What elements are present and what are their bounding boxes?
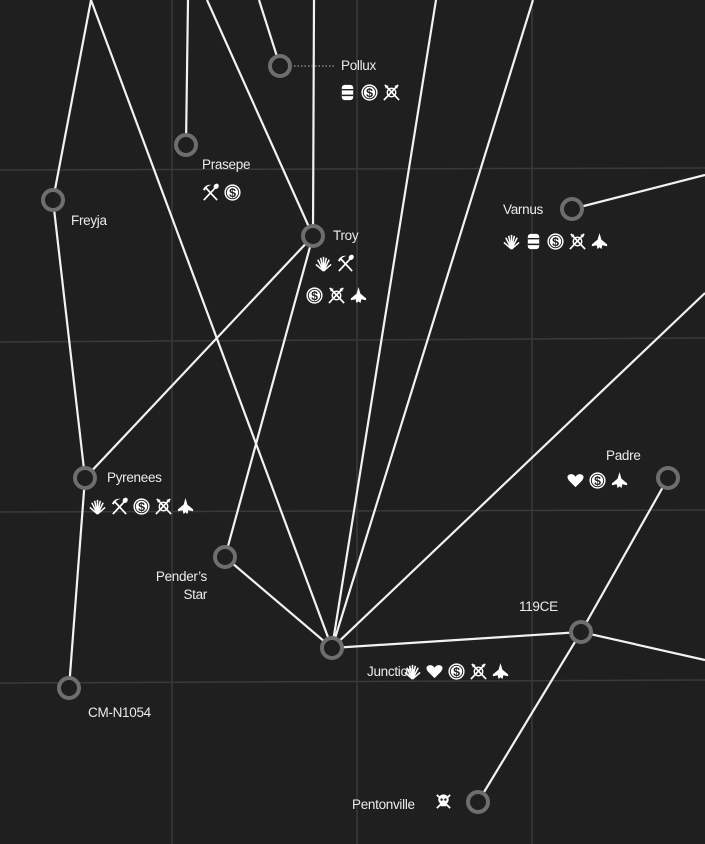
contraband-spears-icon <box>469 662 488 681</box>
system-label-freyja[interactable]: Freyja <box>71 213 107 228</box>
pentonville-icons <box>434 792 453 811</box>
trade-coin-icon: $ <box>305 286 324 305</box>
contraband-spears-icon <box>382 83 401 102</box>
route-line <box>51 0 93 201</box>
route-line <box>571 173 705 211</box>
trade-coin-icon: $ <box>447 662 466 681</box>
route-line <box>223 235 315 558</box>
route-line <box>89 0 334 649</box>
penders-star-line1: Pender’s <box>155 569 207 584</box>
trade-coin-icon: $ <box>360 83 379 102</box>
route-line <box>330 0 535 649</box>
system-node-pyrenees[interactable] <box>73 466 97 490</box>
ship-icon <box>349 286 368 305</box>
route-line <box>580 477 669 633</box>
system-label-pyrenees[interactable]: Pyrenees <box>107 470 162 485</box>
trade-coin-icon: $ <box>132 497 151 516</box>
route-line <box>184 0 190 146</box>
system-label-padre[interactable]: Padre <box>606 448 641 463</box>
route-line <box>67 477 87 689</box>
route-line <box>331 630 582 650</box>
system-node-padre[interactable] <box>656 466 680 490</box>
route-line <box>311 0 316 237</box>
svg-text:$: $ <box>311 289 318 303</box>
route-line <box>477 631 582 803</box>
route-line <box>224 556 333 649</box>
agriculture-grass-icon <box>502 232 521 251</box>
system-label-prasepe[interactable]: Prasepe <box>202 157 251 172</box>
medical-heart-icon <box>425 662 444 681</box>
system-node-ce119[interactable] <box>569 620 593 644</box>
system-node-prasepe[interactable] <box>174 133 198 157</box>
system-node-junction[interactable] <box>320 636 344 660</box>
system-label-pollux[interactable]: Pollux <box>341 58 376 73</box>
system-label-troy[interactable]: Troy <box>333 228 359 243</box>
contraband-spears-icon <box>327 286 346 305</box>
svg-text:$: $ <box>552 235 559 249</box>
junction-icons: $ <box>403 662 510 681</box>
systems <box>41 54 680 814</box>
mining-pick-shovel-icon <box>201 183 220 202</box>
system-label-pentonville[interactable]: Pentonville <box>352 797 415 812</box>
route-line <box>330 0 438 649</box>
trade-coin-icon: $ <box>223 183 242 202</box>
route-line <box>205 0 315 237</box>
danger-skull-icon <box>434 792 453 811</box>
system-label-varnus[interactable]: Varnus <box>503 202 543 217</box>
system-node-cmn1054[interactable] <box>57 676 81 700</box>
agriculture-grass-icon <box>88 497 107 516</box>
system-node-troy[interactable] <box>301 224 325 248</box>
fuel-barrel-icon <box>524 232 543 251</box>
system-node-penders_star[interactable] <box>213 545 237 569</box>
prasepe-icons: $ <box>201 183 242 202</box>
route-line <box>51 199 87 479</box>
grid-line <box>0 337 705 343</box>
ship-icon <box>176 497 195 516</box>
penders-star-line2: Star <box>183 587 207 602</box>
medical-heart-icon <box>566 471 585 490</box>
grid-line <box>0 167 705 171</box>
pyrenees-icons: $ <box>88 497 195 516</box>
system-node-varnus[interactable] <box>560 197 584 221</box>
svg-text:$: $ <box>594 474 601 488</box>
padre-icons: $ <box>566 471 629 490</box>
system-label-junction[interactable]: Junction <box>367 664 415 679</box>
contraband-spears-icon <box>568 232 587 251</box>
ship-icon <box>610 471 629 490</box>
mining-pick-shovel-icon <box>110 497 129 516</box>
fuel-barrel-icon <box>338 83 357 102</box>
trade-coin-icon: $ <box>588 471 607 490</box>
route-line <box>580 630 705 662</box>
svg-text:$: $ <box>138 500 145 514</box>
svg-text:$: $ <box>229 186 236 200</box>
system-node-pentonville[interactable] <box>466 790 490 814</box>
contraband-spears-icon <box>154 497 173 516</box>
troy-icons-row1 <box>314 254 355 273</box>
svg-text:$: $ <box>453 665 460 679</box>
route-line <box>84 235 314 479</box>
pollux-icons: $ <box>338 83 401 102</box>
grid-line <box>0 679 705 684</box>
grid-line <box>0 509 705 513</box>
system-label-penders-star[interactable]: Pender’s Star <box>140 569 207 602</box>
system-node-freyja[interactable] <box>41 188 65 212</box>
ship-icon <box>590 232 609 251</box>
route-line <box>331 292 705 649</box>
agriculture-grass-icon <box>403 662 422 681</box>
ship-icon <box>491 662 510 681</box>
system-label-cm-n1054[interactable]: CM-N1054 <box>88 705 151 720</box>
mining-pick-shovel-icon <box>336 254 355 273</box>
varnus-icons: $ <box>502 232 609 251</box>
system-label-119ce[interactable]: 119CE <box>519 599 558 614</box>
trade-coin-icon: $ <box>546 232 565 251</box>
troy-icons-row2: $ <box>305 286 368 305</box>
svg-text:$: $ <box>366 86 373 100</box>
agriculture-grass-icon <box>314 254 333 273</box>
system-node-pollux[interactable] <box>268 54 292 78</box>
